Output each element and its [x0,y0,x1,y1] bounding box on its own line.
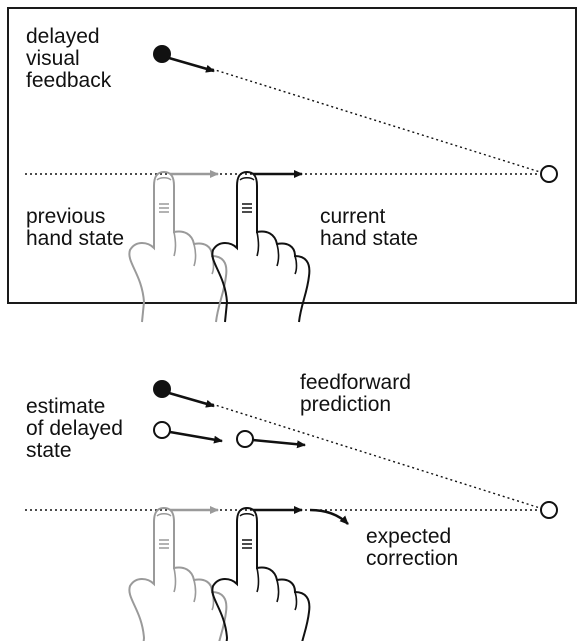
estimate-arrow [169,430,223,444]
feedforward-prediction-label: feedforward prediction [300,371,411,416]
delayed-feedback-label: delayed visual feedback [26,25,112,92]
previous-hand-bottom [128,507,228,641]
delayed-feedback-dot-bottom [153,380,171,398]
estimate-delayed-state-label: estimate of delayed state [26,395,123,462]
previous-hand-state-label: previous hand state [26,205,125,250]
delayed-feedback-dot [153,45,171,63]
previous-hand [128,171,228,323]
delayed-feedback-arrow [168,56,215,73]
expected-correction-arrow [309,508,349,525]
estimate-circle [153,421,171,439]
delayed-feedback-arrow-bottom [168,391,215,408]
top-dotted-trajectory [25,68,541,175]
current-hand-state-label: current hand state [320,205,419,250]
expected-correction-label: expected correction [366,525,459,570]
bottom-dotted-trajectory [25,403,541,511]
current-hand [211,171,311,323]
prediction-circle [236,430,254,448]
current-hand-bottom [211,507,311,641]
top-panel [7,7,577,304]
target-circle-bottom [540,501,558,519]
prediction-arrow [252,438,306,449]
target-circle-top [540,165,558,183]
